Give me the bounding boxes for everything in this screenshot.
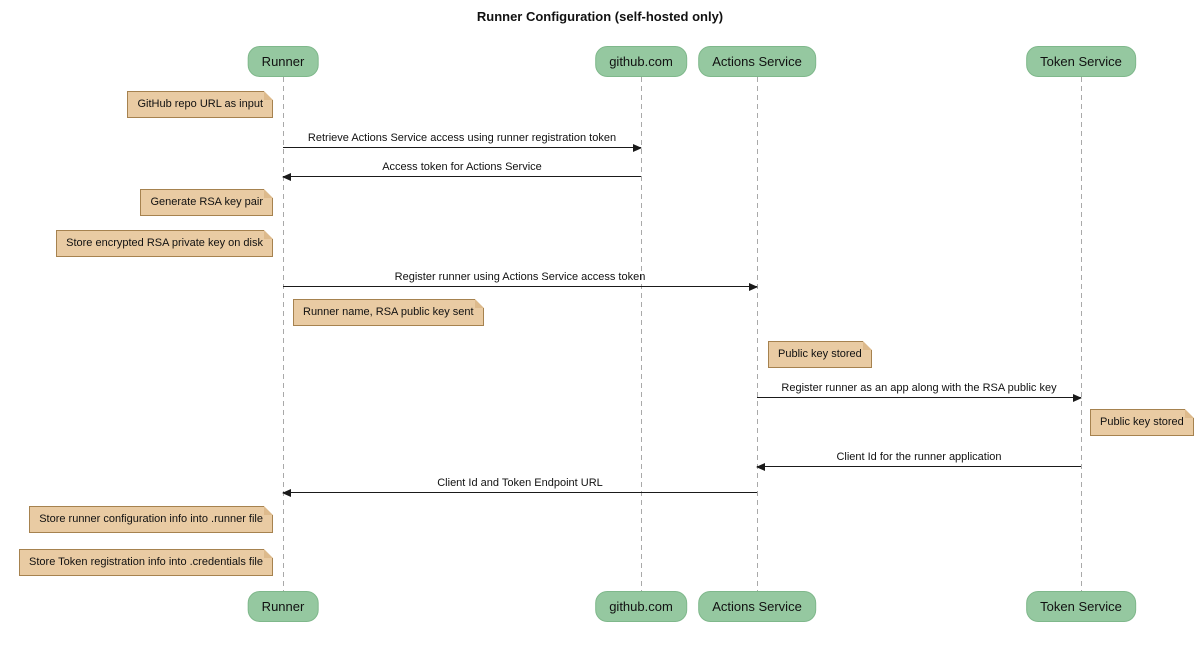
- note-github-repo-url-as-input: GitHub repo URL as input: [127, 91, 273, 118]
- message-retrieve-actions-service-access: Retrieve Actions Service access using ru…: [283, 131, 642, 152]
- note-runner-name-rsa-public-key-sent: Runner name, RSA public key sent: [293, 299, 484, 326]
- participant-token-service-top: Token Service: [1026, 46, 1136, 77]
- lifeline-actions-service: [757, 77, 758, 591]
- participant-token-service-bottom: Token Service: [1026, 591, 1136, 622]
- message-label: Access token for Actions Service: [382, 161, 542, 173]
- message-access-token-for-actions-service: Access token for Actions Service: [282, 160, 641, 181]
- participant-github-top: github.com: [595, 46, 687, 77]
- message-label: Retrieve Actions Service access using ru…: [307, 132, 617, 144]
- diagram-title: Runner Configuration (self-hosted only): [476, 9, 724, 24]
- participant-github-bottom: github.com: [595, 591, 687, 622]
- note-generate-rsa-key-pair: Generate RSA key pair: [140, 189, 273, 216]
- message-client-id-for-runner-application: Client Id for the runner application: [756, 450, 1081, 471]
- participant-runner-top: Runner: [247, 46, 319, 77]
- arrow-right-icon: [757, 393, 1082, 402]
- message-register-runner: Register runner using Actions Service ac…: [283, 270, 758, 291]
- message-label: Client Id for the runner application: [836, 451, 1002, 463]
- arrow-left-icon: [282, 488, 757, 497]
- arrow-right-icon: [283, 282, 758, 291]
- arrow-left-icon: [282, 172, 641, 181]
- arrow-right-icon: [283, 143, 642, 152]
- note-store-encrypted-rsa-private-key: Store encrypted RSA private key on disk: [56, 230, 273, 257]
- lifeline-runner: [283, 77, 284, 591]
- participant-actions-service-top: Actions Service: [698, 46, 816, 77]
- message-register-runner-as-app: Register runner as an app along with the…: [757, 381, 1082, 402]
- participant-runner-bottom: Runner: [247, 591, 319, 622]
- note-store-runner-configuration-info: Store runner configuration info into .ru…: [29, 506, 273, 533]
- lifeline-token-service: [1081, 77, 1082, 591]
- message-label: Client Id and Token Endpoint URL: [437, 477, 603, 489]
- lifeline-github: [641, 77, 642, 591]
- participant-actions-service-bottom: Actions Service: [698, 591, 816, 622]
- note-public-key-stored-actions-service: Public key stored: [768, 341, 872, 368]
- note-public-key-stored-token-service: Public key stored: [1090, 409, 1194, 436]
- message-label: Register runner as an app along with the…: [781, 382, 1057, 394]
- arrow-left-icon: [756, 462, 1081, 471]
- note-store-token-registration-info: Store Token registration info into .cred…: [19, 549, 273, 576]
- message-client-id-and-token-endpoint-url: Client Id and Token Endpoint URL: [282, 476, 757, 497]
- message-label: Register runner using Actions Service ac…: [394, 271, 646, 283]
